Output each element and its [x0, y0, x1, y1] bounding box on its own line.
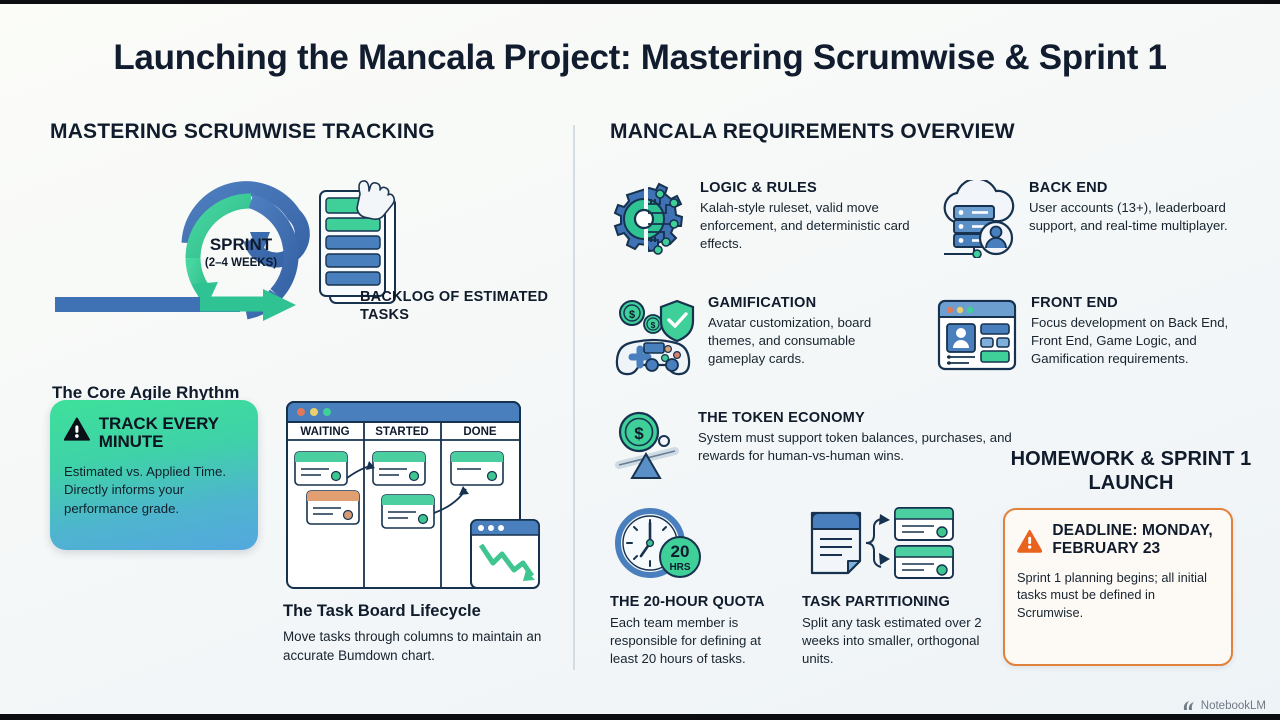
- task-board-illustration: WAITING STARTED DONE: [283, 398, 543, 598]
- requirement-title: GAMIFICATION: [708, 295, 817, 311]
- svg-text:$: $: [634, 424, 644, 443]
- agile-rhythm-illustration: SPRINT (2–4 WEEKS) BACKLOG OF ESTIMATED …: [50, 158, 555, 402]
- board-caption-body: Move tasks through columns to maintain a…: [283, 629, 542, 663]
- requirement-gamification: $ $ GAMIFICATION Av: [610, 295, 910, 386]
- task-board-icon: WAITING STARTED DONE: [286, 401, 540, 589]
- block-title: TASK PARTITIONING: [802, 594, 950, 610]
- split-card: [894, 507, 954, 541]
- split-task-cards-icon: [810, 507, 954, 579]
- requirement-desc: User accounts (13+), leaderboard support…: [1029, 200, 1228, 233]
- backlog-card-icon: [319, 180, 396, 304]
- requirement-desc: Avatar customization, board themes, and …: [708, 315, 872, 366]
- coin-balance-scale-icon: $: [610, 410, 686, 487]
- letterbox-bottom: [0, 714, 1280, 720]
- track-every-minute-card: TRACK EVERY MINUTE Estimated vs. Applied…: [50, 400, 258, 550]
- requirement-back-end: BACK END User accounts (13+), leaderboar…: [935, 177, 1235, 263]
- warning-triangle-icon: [64, 417, 90, 441]
- left-section-heading: MASTERING SCRUMWISE TRACKING: [50, 120, 435, 143]
- rhythm-caption: The Core Agile Rhythm: [52, 383, 240, 402]
- split-card: [894, 545, 954, 579]
- board-column-done: DONE: [463, 426, 497, 438]
- watermark-label: NotebookLM: [1200, 699, 1266, 712]
- requirement-front-end: FRONT END Focus development on Back End,…: [935, 295, 1235, 380]
- requirement-desc: Kalah-style ruleset, valid move enforcem…: [700, 200, 910, 251]
- deadline-note: Sprint 1 planning begins; all initial ta…: [1017, 570, 1207, 620]
- svg-text:$: $: [651, 320, 656, 330]
- browser-window-icon: [935, 295, 1019, 380]
- block-desc: Each team member is responsible for defi…: [610, 615, 762, 666]
- clock-icon: 20 HRS: [615, 508, 701, 578]
- track-card-title: TRACK EVERY MINUTE: [98, 414, 219, 452]
- svg-text:$: $: [629, 309, 635, 321]
- notebooklm-logo-icon: [1183, 701, 1194, 710]
- notebooklm-watermark: NotebookLM: [1182, 699, 1266, 712]
- track-card-body: Estimated vs. Applied Time. Directly inf…: [64, 463, 226, 517]
- deadline-text: DEADLINE: MONDAY, FEBRUARY 23: [1052, 522, 1213, 557]
- requirement-desc: System must support token balances, purc…: [698, 430, 1012, 463]
- board-column-started: STARTED: [375, 426, 428, 438]
- requirement-title: FRONT END: [1031, 295, 1118, 311]
- quota-badge-unit: HRS: [669, 562, 690, 573]
- deadline-card: DEADLINE: MONDAY, FEBRUARY 23 Sprint 1 p…: [1003, 508, 1233, 666]
- task-card: [372, 451, 426, 486]
- quota-badge-value: 20: [671, 542, 690, 561]
- requirement-title: THE TOKEN ECONOMY: [698, 410, 865, 426]
- letterbox-top: [0, 0, 1280, 4]
- homework-heading: HOMEWORK & SPRINT 1 LAUNCH: [1010, 448, 1252, 494]
- block-task-partitioning: TASK PARTITIONING Split any task estimat…: [802, 505, 990, 668]
- task-card: [381, 494, 435, 529]
- requirement-title: BACK END: [1029, 180, 1108, 196]
- column-divider: [573, 125, 575, 670]
- sprint-duration: (2–4 WEEKS): [205, 257, 277, 269]
- right-section-heading: MANCALA REQUIREMENTS OVERVIEW: [610, 120, 1015, 143]
- cloud-server-user-icon: [935, 177, 1017, 263]
- block-20-hour-quota: 20 HRS THE 20-HOUR QUOTA Each team membe…: [610, 505, 790, 668]
- gear-circuit-icon: [610, 180, 688, 263]
- block-desc: Split any task estimated over 2 weeks in…: [802, 615, 982, 666]
- board-column-waiting: WAITING: [300, 426, 349, 438]
- board-caption-title: The Task Board Lifecycle: [283, 602, 481, 620]
- right-column: MANCALA REQUIREMENTS OVERVIEW: [610, 120, 1250, 675]
- task-card: [450, 451, 504, 486]
- requirement-token-economy: $ THE TOKEN ECONOMY System must support …: [610, 410, 1040, 487]
- requirement-logic-rules: LOGIC & RULES Kalah-style ruleset, valid…: [610, 180, 910, 263]
- requirement-desc: Focus development on Back End, Front End…: [1031, 315, 1229, 366]
- block-title: THE 20-HOUR QUOTA: [610, 594, 765, 610]
- sprint-label: SPRINT: [210, 235, 273, 254]
- task-card: [306, 490, 360, 525]
- task-card: [294, 451, 348, 486]
- gamepad-coins-shield-icon: $ $: [610, 295, 696, 386]
- left-column: MASTERING SCRUMWISE TRACKING: [50, 120, 555, 675]
- backlog-label: BACKLOG OF ESTIMATED TASKS: [360, 289, 549, 324]
- warning-triangle-icon: [1017, 529, 1043, 553]
- burndown-chart-icon: [470, 519, 540, 589]
- requirement-title: LOGIC & RULES: [700, 180, 817, 196]
- sprint-cycle-icon: SPRINT (2–4 WEEKS): [55, 180, 396, 321]
- page-title: Launching the Mancala Project: Mastering…: [113, 38, 1167, 77]
